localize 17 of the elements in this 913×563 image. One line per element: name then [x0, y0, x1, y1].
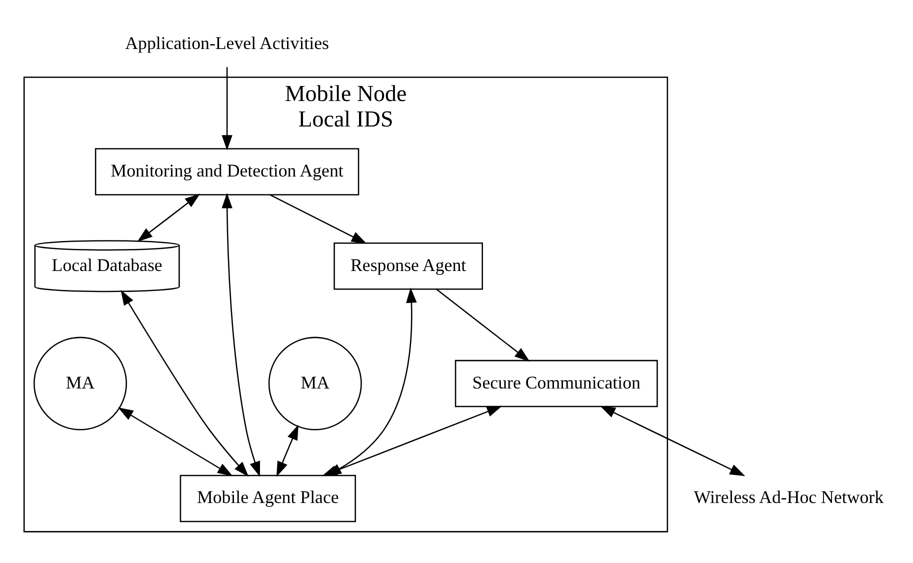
node-box: Mobile Agent Place	[180, 474, 356, 522]
arrow	[137, 194, 200, 242]
node-box: Secure Communication	[454, 360, 658, 408]
node-circle: MA	[34, 336, 128, 430]
node-text: Wireless Ad-Hoc Network	[694, 487, 884, 508]
arrow	[120, 290, 249, 477]
node-box: Monitoring and Detection Agent	[94, 148, 360, 196]
node-circle: MA	[268, 336, 362, 430]
arrow	[270, 194, 367, 244]
arrow	[276, 424, 298, 477]
arrow	[222, 67, 232, 150]
arrow	[600, 406, 746, 476]
arrow	[118, 407, 233, 476]
arrow	[436, 288, 530, 362]
arrow	[222, 192, 260, 477]
node-text: Application-Level Activities	[125, 32, 329, 53]
node-box: Response Agent	[334, 242, 483, 290]
